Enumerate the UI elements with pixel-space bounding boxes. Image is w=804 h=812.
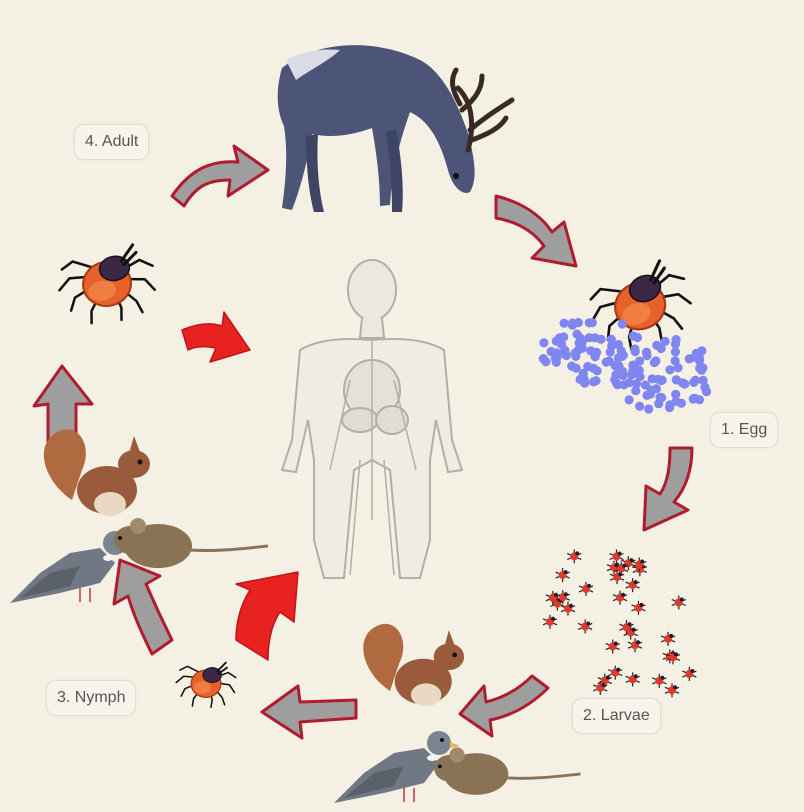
egg-dot (635, 402, 644, 411)
egg-dot (591, 376, 600, 385)
egg-dot (665, 365, 674, 374)
egg-dot (691, 376, 700, 385)
egg-dot (612, 378, 621, 387)
larva (606, 640, 620, 654)
egg-dot (561, 348, 570, 357)
egg-dot (697, 346, 706, 355)
larva (556, 568, 570, 582)
egg-dot (579, 369, 588, 378)
egg-dot (677, 399, 686, 408)
larva (543, 615, 557, 629)
egg-dot (575, 338, 584, 347)
egg-dot (618, 319, 627, 328)
egg-dot (665, 400, 674, 409)
larvae-icon (543, 549, 696, 697)
egg-dot (590, 333, 599, 342)
cycle-arrow-adult-to-deer (172, 146, 268, 206)
eggs-icon (539, 318, 711, 414)
egg-dot (607, 335, 616, 344)
egg-dot (552, 348, 561, 357)
larva (682, 667, 696, 681)
egg-dot (629, 331, 638, 340)
egg-dot (625, 395, 634, 404)
larva (661, 632, 675, 646)
infection-arrow-adult (182, 312, 250, 362)
deer-icon (278, 45, 512, 212)
cycle-arrow-egg-to-larvae (644, 448, 692, 530)
egg-dot (586, 346, 595, 355)
egg-dot (555, 333, 564, 342)
cycle-arrow-hosts-to-nymph (262, 686, 356, 738)
larva (579, 582, 593, 596)
human-body-icon (282, 260, 462, 578)
egg-dot (560, 319, 569, 328)
egg-dot (698, 363, 707, 372)
egg-dot (689, 394, 698, 403)
stage-label-nymph: 3. Nymph (46, 680, 136, 716)
egg-dot (671, 347, 680, 356)
larva (652, 674, 666, 688)
egg-dot (654, 399, 663, 408)
squirrel-icon (363, 624, 464, 706)
egg-dot (572, 330, 581, 339)
egg-dot (589, 364, 598, 373)
squirrel-icon (44, 429, 150, 516)
egg-dot (651, 356, 660, 365)
larva (628, 638, 642, 652)
adult-tick-icon (54, 242, 161, 330)
egg-dot (635, 366, 644, 375)
larva (626, 672, 640, 686)
egg-dot (580, 379, 589, 388)
mouse-icon (434, 747, 580, 795)
infection-arrow-nymph (236, 572, 298, 660)
egg-dot (539, 354, 548, 363)
egg-dot (635, 357, 644, 366)
cycle-arrow-larvae-to-hosts (460, 676, 548, 736)
egg-laying-tick-icon (581, 255, 702, 361)
egg-dot (630, 344, 639, 353)
egg-dot (606, 347, 615, 356)
egg-dot (642, 351, 651, 360)
larva (626, 578, 640, 592)
egg-dot (585, 318, 594, 327)
egg-dot (657, 344, 666, 353)
egg-dot (574, 318, 583, 327)
larva (567, 549, 581, 563)
egg-dot (700, 383, 709, 392)
nymph-tick-icon (176, 663, 236, 708)
egg-dot (619, 351, 628, 360)
stage-label-larvae: 2. Larvae (572, 698, 661, 734)
egg-dot (613, 360, 622, 369)
larva (672, 596, 686, 610)
cycle-arrow-deer-to-egg (496, 196, 576, 266)
egg-dot (644, 404, 653, 413)
larva (631, 601, 645, 615)
egg-dot (539, 338, 548, 347)
egg-dot (680, 379, 689, 388)
egg-dot (674, 363, 683, 372)
egg-dot (671, 339, 680, 348)
mouse-icon (114, 518, 268, 568)
egg-dot (571, 352, 580, 361)
larva (578, 619, 592, 633)
larva (632, 557, 646, 571)
cycle-arrow-nymph-to-hosts (114, 560, 172, 654)
larva (613, 591, 627, 605)
stage-label-adult: 4. Adult (74, 124, 149, 160)
larva (609, 549, 623, 563)
egg-dot (602, 358, 611, 367)
egg-dot (619, 371, 628, 380)
egg-dot (625, 378, 634, 387)
egg-dot (646, 389, 655, 398)
egg-dot (631, 386, 640, 395)
stage-label-egg: 1. Egg (710, 412, 778, 448)
egg-dot (654, 375, 663, 384)
larva (665, 683, 679, 697)
